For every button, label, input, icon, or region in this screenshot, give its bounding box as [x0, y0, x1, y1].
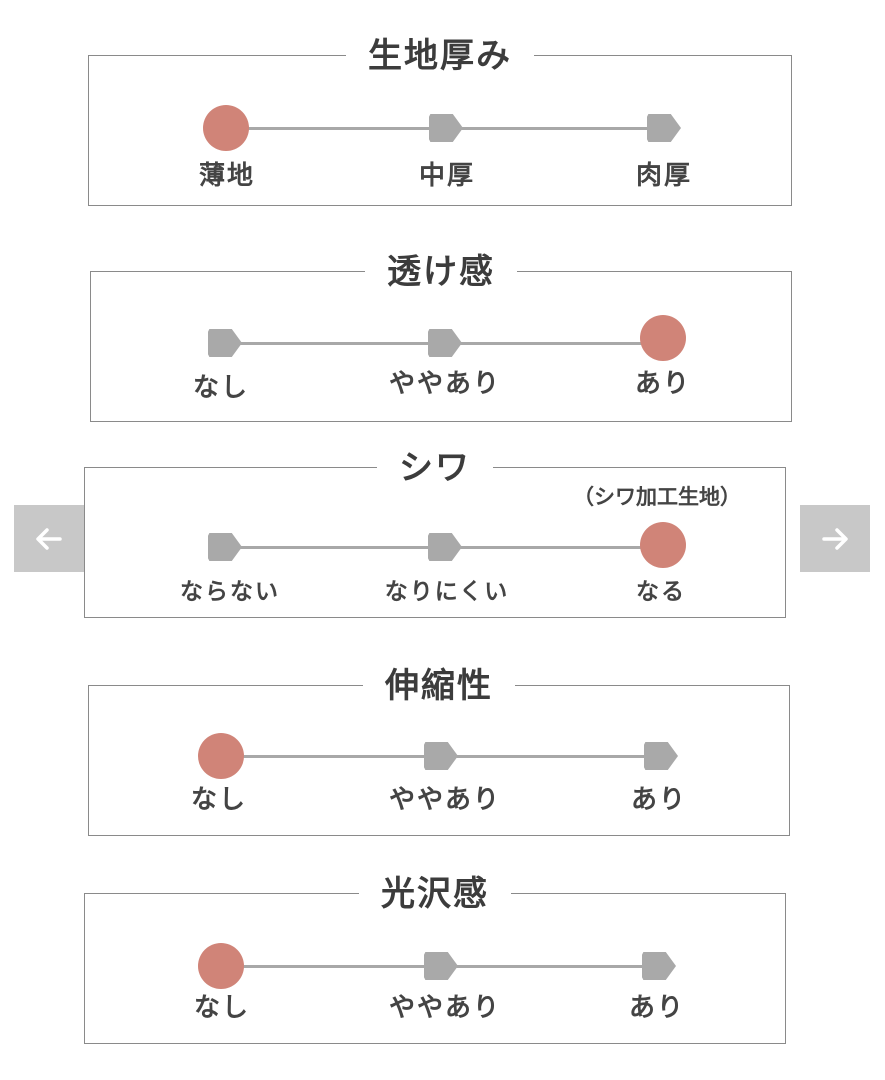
scale-point-selected [640, 522, 686, 568]
section-title: 生地厚み [346, 34, 534, 78]
section-title: シワ [377, 446, 493, 490]
option-label: ならない [180, 579, 280, 605]
scale-point [428, 329, 462, 357]
scale-point-selected [198, 733, 244, 779]
option-label: 肉厚 [635, 161, 693, 191]
scale-point [424, 952, 458, 980]
scale-point [208, 533, 242, 561]
arrow-left-icon [36, 527, 62, 550]
section-title: 伸縮性 [363, 664, 515, 708]
option-label: ややあり [388, 785, 502, 815]
next-button[interactable] [800, 505, 870, 572]
scale-point-selected [198, 943, 244, 989]
scale-point [647, 114, 681, 142]
section-title: 透け感 [365, 250, 517, 294]
option-label: ややあり [388, 993, 502, 1023]
section-wrinkle: シワ （シワ加工生地） ならない なりにくい なる [84, 446, 786, 618]
option-label: あり [628, 993, 686, 1023]
option-label: あり [630, 785, 688, 815]
option-label: なし [190, 785, 248, 815]
scale-point [642, 952, 676, 980]
scale-point [429, 114, 463, 142]
arrow-right-icon [822, 527, 848, 550]
section-transparency: 透け感 なし ややあり あり [90, 250, 792, 422]
section-title: 光沢感 [359, 872, 511, 916]
option-label: 薄地 [198, 161, 256, 191]
section-elasticity: 伸縮性 なし ややあり あり [88, 664, 790, 836]
section-fabric-thickness: 生地厚み 薄地 中厚 肉厚 [88, 34, 792, 206]
scale-point [208, 329, 242, 357]
scale-point-selected [640, 315, 686, 361]
wrinkle-note: （シワ加工生地） [573, 485, 741, 509]
option-label: 中厚 [418, 161, 476, 191]
option-label: なる [636, 579, 686, 605]
section-gloss: 光沢感 なし ややあり あり [84, 872, 786, 1044]
option-label: なし [193, 993, 251, 1023]
option-label: ややあり [388, 369, 502, 399]
option-label: なりにくい [384, 579, 510, 605]
scale-point [428, 533, 462, 561]
option-label: あり [634, 369, 692, 399]
scale-point [644, 742, 678, 770]
scale-point [424, 742, 458, 770]
option-label: なし [192, 373, 250, 403]
scale-point-selected [203, 105, 249, 151]
prev-button[interactable] [14, 505, 84, 572]
